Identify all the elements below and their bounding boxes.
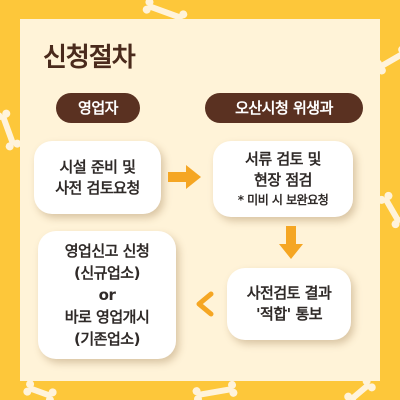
step4-line3: or bbox=[98, 286, 116, 304]
role-label-business: 영업자 bbox=[56, 93, 140, 123]
arrow-down-icon bbox=[279, 226, 303, 259]
page-title: 신청절차 bbox=[43, 43, 136, 73]
step1-line2: 사전 검토요청 bbox=[55, 178, 140, 197]
step-box-document-review: 서류 검토 및 현장 점검 * 미비 시 보완요청 bbox=[213, 141, 353, 217]
step2-note: * 미비 시 보완요청 bbox=[237, 193, 329, 207]
step-box-business-report: 영업신고 신청 (신규업소) or 바로 영업개시 (기존업소) bbox=[38, 231, 176, 359]
step4-line1: 영업신고 신청 bbox=[64, 242, 150, 260]
step3-line1: 사전검토 결과 bbox=[246, 284, 332, 302]
role-label-city-office: 오산시청 위생과 bbox=[205, 93, 363, 123]
step4-line4: 바로 영업개시 bbox=[64, 308, 150, 326]
step2-line2: 현장 점검 bbox=[254, 171, 312, 189]
step4-line5: (기존업소) bbox=[74, 330, 140, 348]
arrow-right-icon bbox=[168, 165, 201, 189]
step-box-review-result: 사전검토 결과 '적합' 통보 bbox=[227, 268, 351, 340]
step3-line2: '적합' 통보 bbox=[255, 305, 323, 323]
step4-line2: (신규업소) bbox=[74, 264, 140, 282]
arrow-left-icon bbox=[196, 291, 214, 317]
step-box-facility-prep: 시설 준비 및 사전 검토요청 bbox=[34, 141, 161, 214]
step1-line1: 시설 준비 및 bbox=[59, 157, 136, 176]
step2-line1: 서류 검토 및 bbox=[245, 150, 321, 168]
